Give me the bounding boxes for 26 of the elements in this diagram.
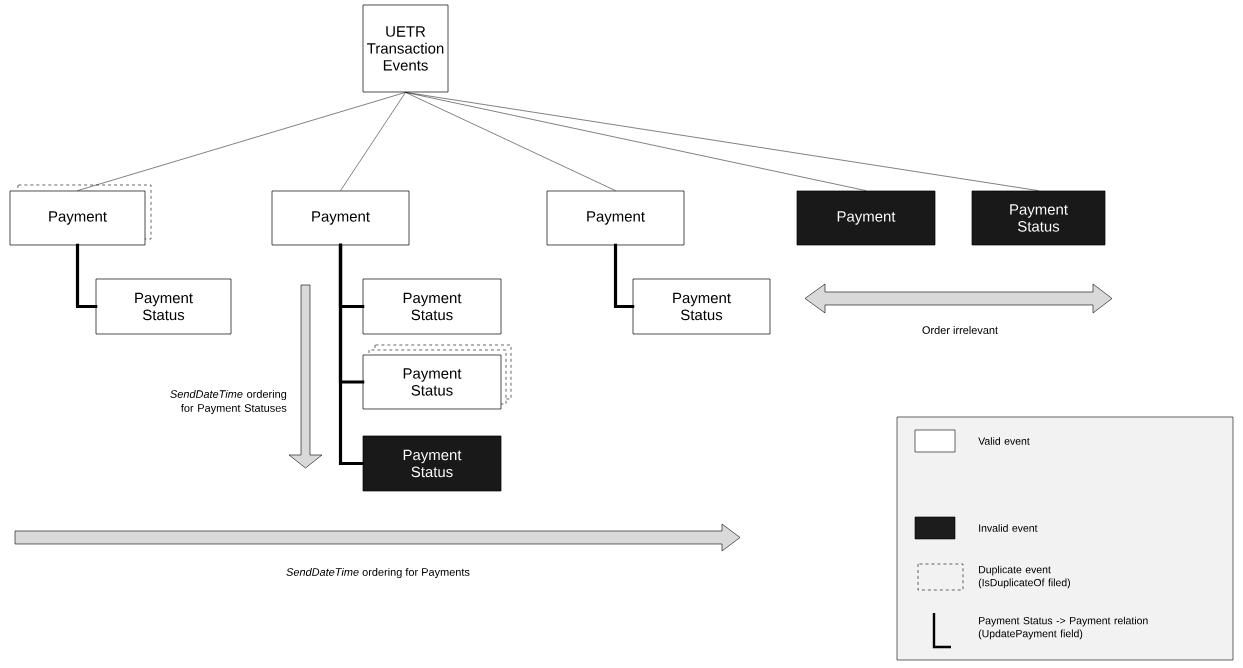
event-box: Payment Status (362, 278, 502, 335)
duplicate-event-box: Payment (9, 184, 152, 246)
legend-text: Duplicate event (IsDuplicateOf filed) (978, 565, 1070, 589)
connector-line (340, 92, 406, 191)
event-box: Payment (546, 190, 685, 246)
annotation-text: SendDateTime ordering for Payments (286, 567, 470, 579)
connector-line (405, 92, 616, 191)
connector-line (77, 92, 406, 191)
relation-line (338, 243, 365, 466)
event-box: Payment (271, 190, 410, 246)
relation-line (75, 243, 98, 309)
invalid-event-box: Payment (796, 190, 936, 246)
invalid-event-box: Payment Status (971, 190, 1106, 246)
duplicate-event-box: Payment Status (362, 344, 512, 410)
annotation-text: SendDateTime ordering for Payment Statuses (170, 389, 287, 415)
event-box: UETR Transaction Events (362, 4, 449, 93)
connector-line (405, 92, 1039, 191)
legend-text: Valid event (978, 437, 1030, 445)
invalid-event-box: Payment Status (362, 435, 502, 492)
legend-text: Invalid event (979, 524, 1038, 532)
event-box: Payment Status (95, 278, 232, 335)
annotation-text: Order irrelevant (922, 325, 998, 334)
legend-text: Payment Status -> Payment relation (UpdatePayment field) (978, 616, 1148, 640)
relation-line (613, 243, 635, 309)
connector-line (405, 92, 867, 191)
event-box: Payment Status (632, 278, 771, 335)
